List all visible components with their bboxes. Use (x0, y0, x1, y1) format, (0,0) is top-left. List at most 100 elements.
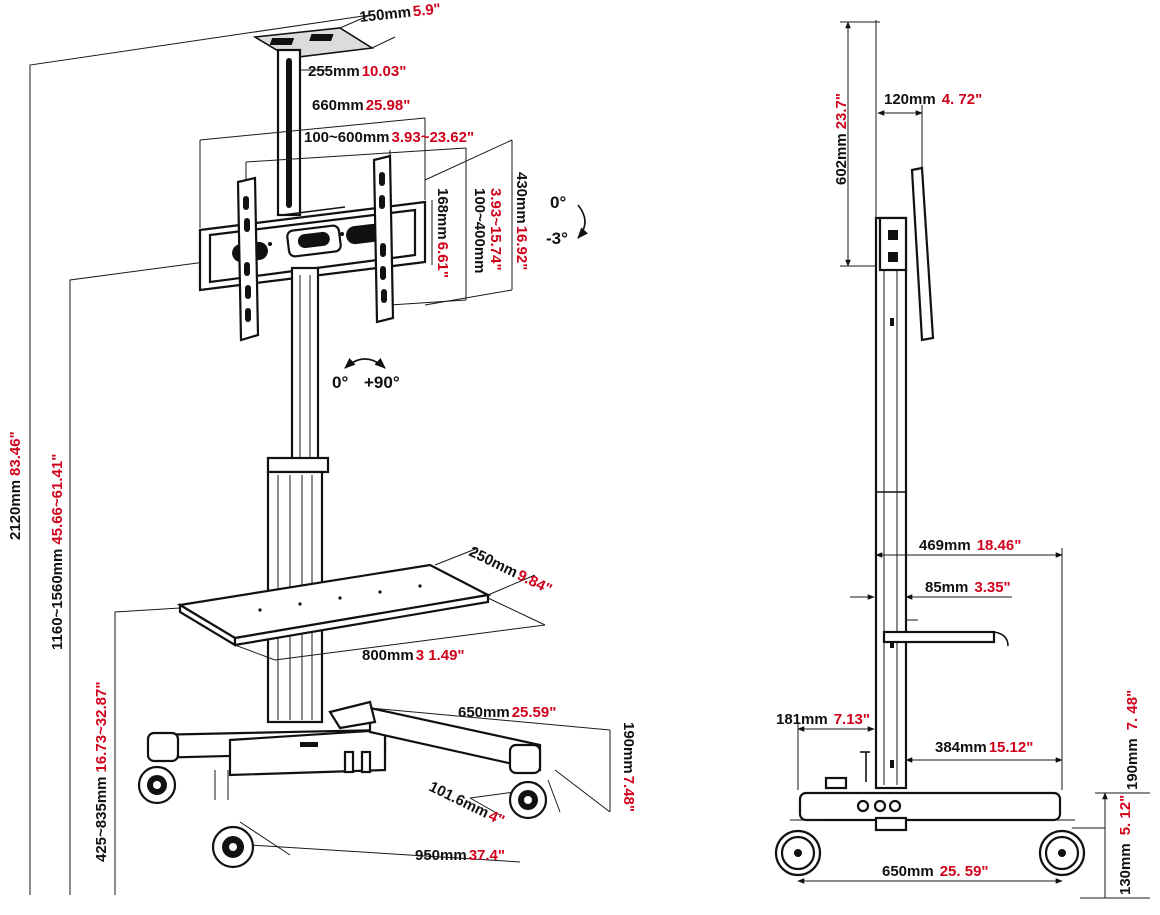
svg-text:430mm16.92": 430mm 16.92" (513, 172, 530, 270)
svg-text:130mm5. 12": 130mm 5. 12" (1117, 795, 1134, 895)
total-height-metric: 2120mm (7, 480, 24, 540)
base-height-imperial: 7.48" (620, 776, 637, 812)
svg-text:150mm5.9": 150mm5.9" (359, 1, 442, 26)
panel-height-label: 602mm 23.7" (833, 93, 850, 185)
side-casters (774, 829, 1086, 877)
caster-height-label: 130mm 5. 12" (1117, 795, 1134, 895)
rear-offset-imperial: 7.13" (834, 711, 870, 728)
tilt-up-angle: 0° (550, 193, 566, 212)
caster-rear-left (137, 765, 177, 805)
shelf-offset-imperial: 3.35" (974, 579, 1010, 596)
side-crank (824, 751, 870, 790)
panel-height-imperial: 23.7" (833, 93, 850, 129)
top-plate-imperial: 5.9" (412, 1, 442, 21)
side-caster-front (1038, 829, 1086, 877)
side-shelf-depth-metric: 469mm (919, 537, 971, 554)
vesa-horizontal-metric: 100~600mm (304, 129, 390, 146)
shelf-depth-metric: 250mm (466, 543, 520, 581)
top-bracket-imperial: 10.03" (362, 63, 407, 80)
side-shelf-depth-label: 469mm 18.46" (919, 537, 1021, 554)
svg-text:602mm23.7": 602mm 23.7" (833, 93, 850, 185)
caster-height-imperial: 5. 12" (1117, 795, 1134, 835)
caster-label: 101.6mm4" (426, 778, 507, 829)
svg-text:190mm7. 48": 190mm 7. 48" (1124, 690, 1141, 790)
caster-height-metric: 130mm (1117, 843, 1134, 895)
wall-outline (29, 14, 371, 895)
side-dimension-lines (797, 548, 1150, 899)
top-bracket-metric: 255mm (308, 63, 360, 80)
svg-text:2120mm83.46": 2120mm 83.46" (7, 431, 24, 540)
bracket-width-metric: 660mm (312, 97, 364, 114)
bracket-width-imperial: 25.98" (366, 97, 411, 114)
bracket-height-label: 430mm 16.92" (513, 172, 530, 270)
shelf-offset-label: 85mm 3.35" (925, 579, 1011, 596)
tilt-down-angle: -3° (546, 229, 568, 248)
base-height-label: 190mm 7.48" (620, 722, 637, 812)
bracket-center-imperial: 6.61" (434, 242, 451, 278)
rotate-arrow-icon (344, 357, 386, 369)
side-shelf-depth-imperial: 18.46" (977, 537, 1022, 554)
mount-height-metric: 1160~1560mm (49, 549, 66, 650)
casters (137, 765, 548, 869)
side-base (790, 791, 1075, 832)
base (146, 700, 611, 863)
bracket-center-metric: 168mm (434, 188, 451, 240)
shelf-width-metric: 800mm (362, 647, 414, 664)
shelf-height-label: 425~835mm16.73~32.87" (93, 682, 110, 862)
base-depth-metric: 650mm (458, 704, 510, 721)
front-offset-metric: 384mm (935, 739, 987, 756)
shelf-offset-metric: 85mm (925, 579, 968, 596)
mount-height-imperial: 45.66~61.41" (49, 454, 66, 545)
bracket-center-label: 168mm 6.61" (434, 188, 451, 278)
base-width-imperial: 37.4" (469, 847, 505, 864)
base-depth-imperial: 25.59" (512, 704, 557, 721)
side-base-depth-metric: 650mm (882, 863, 934, 880)
front-offset-imperial: 15.12" (989, 739, 1034, 756)
caster-imperial: 4" (486, 807, 507, 829)
base-height-metric: 190mm (620, 722, 637, 774)
side-caster-rear (774, 829, 822, 877)
vesa-vertical-imperial: 3.93~15.74" (487, 188, 504, 271)
vesa-horizontal-imperial: 3.93~23.62" (392, 129, 475, 146)
shelf-height-metric: 425~835mm (93, 777, 110, 863)
side-base-depth-label: 650mm 25. 59" (882, 863, 989, 880)
caster-front-left (211, 825, 255, 869)
shelf (176, 547, 546, 661)
vesa-vertical-label: 100~400mm 3.93~15.74" (471, 188, 504, 274)
tilt-arrow-icon (577, 204, 589, 239)
svg-text:101.6mm4": 101.6mm4" (426, 778, 507, 829)
top-plate-metric: 150mm (359, 4, 412, 26)
rotate-start-angle: 0° (332, 373, 348, 392)
side-base-height-label: 190mm 7. 48" (1124, 690, 1141, 790)
svg-text:190mm7.48": 190mm 7.48" (620, 722, 637, 812)
panel-height-metric: 602mm (833, 133, 850, 185)
bracket-offset-imperial: 4. 72" (942, 91, 982, 108)
svg-text:425~835mm16.73~32.87": 425~835mm16.73~32.87" (93, 682, 110, 862)
base-width-metric: 950mm (415, 847, 467, 864)
shelf-depth-imperial: 9.84" (515, 567, 555, 598)
side-base-height-metric: 190mm (1124, 738, 1141, 790)
bracket-height-imperial: 16.92" (513, 226, 530, 271)
total-height-label: 2120mm 83.46" (7, 431, 24, 540)
side-tv-panel (910, 166, 935, 342)
side-column (874, 216, 908, 790)
bracket-height-metric: 430mm (513, 172, 530, 224)
caster-front-right (508, 780, 548, 820)
side-base-height-imperial: 7. 48" (1124, 690, 1141, 730)
mount-height-label: 1160~1560mm 45.66~61.41" (49, 454, 66, 650)
shelf-width-imperial: 3 1.49" (416, 647, 465, 664)
total-height-imperial: 83.46" (7, 431, 24, 476)
vesa-vertical-metric: 100~400mm (471, 188, 488, 274)
side-base-depth-imperial: 25. 59" (940, 863, 989, 880)
